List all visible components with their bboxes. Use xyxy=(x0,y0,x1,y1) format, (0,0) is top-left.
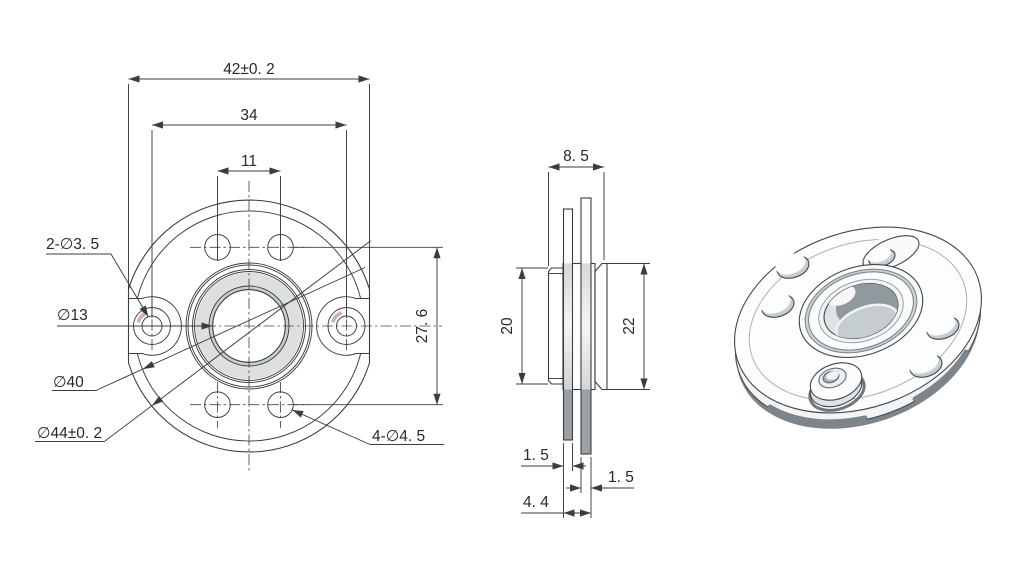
label-step-diameter-text: ∅40 xyxy=(53,374,84,391)
left-counterbore-highlight xyxy=(136,311,148,323)
label-bore-text: ∅13 xyxy=(57,307,88,324)
dim-rear-disc-thickness-text: 1. 5 xyxy=(523,447,549,464)
label-outer-diameter-text: ∅44±0. 2 xyxy=(37,425,102,442)
dim-hole-pitch-x: 11 xyxy=(217,153,281,261)
dim-side-hole-span-text: 34 xyxy=(240,107,258,124)
rear-disc xyxy=(562,208,574,441)
dim-hole-pitch-x-text: 11 xyxy=(241,153,257,170)
dim-front-disc-thickness: 1. 5 xyxy=(566,457,634,518)
iso-dark-band-left xyxy=(767,404,868,425)
dim-rear-boss-diameter-text: 20 xyxy=(499,317,516,335)
dim-hub-width-text: 8. 5 xyxy=(563,148,589,165)
iso-step-contour xyxy=(748,238,968,402)
rear-hub xyxy=(547,267,564,385)
label-mount-holes: 4-∅4. 5 xyxy=(292,409,444,445)
dim-across-flats-text: 42±0. 2 xyxy=(223,61,275,78)
label-mount-holes-text: 4-∅4. 5 xyxy=(372,428,425,445)
front-disc xyxy=(580,197,592,455)
label-side-holes: 2-∅3. 5 xyxy=(46,236,149,317)
dim-rear-boss-diameter: 20 xyxy=(499,267,548,385)
front-view: 42±0. 2 34 11 27. 6 2-∅3. 5 xyxy=(35,61,444,471)
label-side-holes-text: 2-∅3. 5 xyxy=(46,236,99,253)
label-outer-diameter: ∅44±0. 2 xyxy=(35,240,371,442)
dim-hole-pitch-y-text: 27. 6 xyxy=(414,309,431,343)
iso-counterbore-boss xyxy=(808,362,866,412)
dim-rear-disc-thickness: 1. 5 xyxy=(521,443,586,518)
dim-front-boss-diameter-text: 22 xyxy=(621,317,638,334)
iso-boss-ring1 xyxy=(804,268,918,354)
front-hub xyxy=(594,262,608,391)
iso-dark-band-right xyxy=(912,349,969,402)
iso-boss-ring2 xyxy=(808,271,914,351)
right-counterbore-highlight xyxy=(331,311,343,323)
side-view: 8. 5 20 22 1. 5 1. xyxy=(499,148,650,518)
iso-view xyxy=(733,226,983,429)
dim-across-flats: 42±0. 2 xyxy=(128,61,370,291)
dim-disc-pair-span: 4. 4 xyxy=(521,494,591,517)
dim-front-boss-diameter: 22 xyxy=(607,263,650,390)
dim-hub-width: 8. 5 xyxy=(548,148,605,266)
label-step-diameter: ∅40 xyxy=(52,267,366,391)
flange-outline xyxy=(127,199,371,453)
dim-disc-pair-span-text: 4. 4 xyxy=(523,494,549,511)
label-bore: ∅13 xyxy=(57,307,213,330)
iso-notch-hole-face xyxy=(867,247,892,263)
dim-side-hole-span: 34 xyxy=(151,107,347,318)
iso-boss-groove-shade xyxy=(805,268,917,354)
iso-mount-holes xyxy=(760,253,960,378)
dim-front-disc-thickness-text: 1. 5 xyxy=(608,469,634,486)
dim-hole-pitch-y: 27. 6 xyxy=(294,246,443,406)
